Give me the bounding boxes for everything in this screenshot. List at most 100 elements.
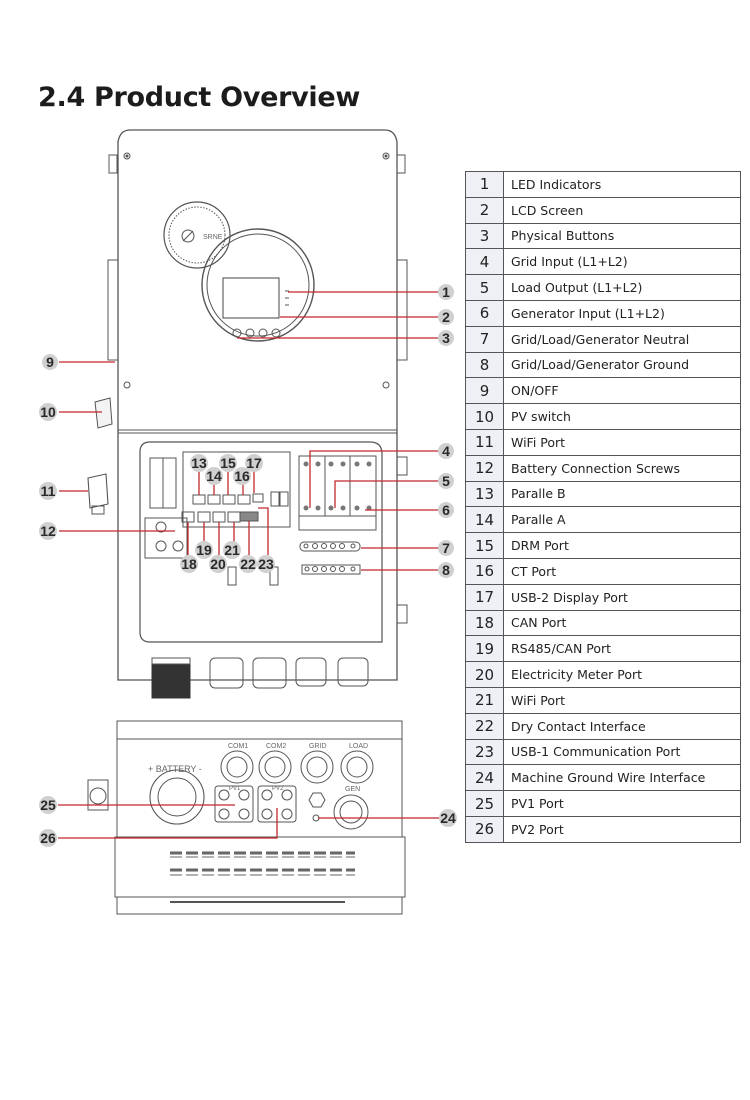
- callout-14: 14: [205, 467, 223, 485]
- callout-9: 9: [42, 354, 58, 370]
- svg-text:4: 4: [442, 443, 450, 459]
- legend-label: USB-2 Display Port: [503, 583, 741, 611]
- callout-25: 25: [39, 796, 57, 814]
- callout-19: 19: [195, 541, 213, 559]
- legend-number: 4: [465, 248, 504, 276]
- callout-3: 3: [438, 330, 454, 346]
- legend-number: 14: [465, 506, 504, 534]
- svg-text:19: 19: [196, 542, 212, 558]
- callout-22: 22: [239, 555, 257, 573]
- svg-text:15: 15: [220, 455, 236, 471]
- callout-10: 10: [39, 403, 57, 421]
- callout-11: 11: [39, 482, 57, 500]
- callout-26: 26: [39, 829, 57, 847]
- front-display-bezel: [163, 201, 315, 342]
- legend-label: CT Port: [503, 557, 741, 585]
- callout-13: 13: [190, 454, 208, 472]
- callout-24: 24: [439, 809, 457, 827]
- legend-label: Grid Input (L1+L2): [503, 248, 741, 276]
- svg-text:9: 9: [46, 354, 54, 370]
- svg-text:1: 1: [442, 284, 450, 300]
- inverter-bottom-view: [87, 720, 406, 915]
- legend-number: 25: [465, 790, 504, 817]
- legend-label: Physical Buttons: [503, 222, 741, 250]
- svg-text:2: 2: [442, 309, 450, 325]
- legend-label: WiFi Port: [503, 686, 741, 714]
- legend-number: 2: [465, 196, 504, 224]
- legend-number: 17: [465, 583, 504, 611]
- callout-2: 2: [438, 309, 454, 325]
- svg-text:7: 7: [442, 540, 450, 556]
- svg-text:24: 24: [440, 810, 456, 826]
- gen-label: GEN: [345, 786, 360, 793]
- cable-glands: [151, 657, 369, 699]
- com2-label: COM2: [266, 743, 286, 750]
- legend-number: 12: [465, 454, 504, 482]
- callout-4: 4: [438, 443, 454, 459]
- legend-label: LCD Screen: [503, 196, 741, 224]
- legend-label: Paralle B: [503, 480, 741, 508]
- legend-number: 15: [465, 532, 504, 559]
- callout-15: 15: [219, 454, 237, 472]
- callout-12: 12: [39, 522, 57, 540]
- logo-text: SRNE: [203, 234, 223, 241]
- svg-text:14: 14: [206, 468, 222, 484]
- legend-label: Generator Input (L1+L2): [503, 299, 741, 327]
- callout-21: 21: [223, 541, 241, 559]
- svg-text:3: 3: [442, 330, 450, 346]
- svg-text:22: 22: [240, 556, 256, 572]
- legend-number: 13: [465, 480, 504, 508]
- svg-text:20: 20: [210, 556, 226, 572]
- grid-label: GRID: [309, 743, 327, 750]
- svg-text:23: 23: [258, 556, 274, 572]
- leader-lines: [58, 291, 440, 839]
- svg-text:10: 10: [40, 404, 56, 420]
- inverter-front-view: [87, 129, 408, 699]
- legend-number: 8: [465, 351, 504, 379]
- legend-number: 22: [465, 712, 504, 740]
- legend-label: Machine Ground Wire Interface: [503, 764, 741, 792]
- legend-number: 6: [465, 299, 504, 327]
- svg-text:13: 13: [191, 455, 207, 471]
- legend-number: 7: [465, 325, 504, 353]
- legend-number: 20: [465, 661, 504, 688]
- battery-label: + BATTERY -: [148, 764, 202, 774]
- legend-label: Paralle A: [503, 506, 741, 534]
- legend-number: 18: [465, 609, 504, 637]
- callout-bubbles: 1 2 3 4 5 6 7 8 9 10 11 12 13 14 15 16 1…: [39, 284, 457, 847]
- legend-label: RS485/CAN Port: [503, 635, 741, 663]
- legend-label: WiFi Port: [503, 428, 741, 456]
- svg-text:5: 5: [442, 473, 450, 489]
- svg-text:12: 12: [40, 523, 56, 539]
- svg-text:17: 17: [246, 455, 262, 471]
- legend-label: USB-1 Communication Port: [503, 738, 741, 766]
- legend-number: 24: [465, 764, 504, 792]
- pv1-label: PV1: [229, 786, 241, 792]
- legend-label: PV1 Port: [503, 790, 741, 817]
- legend-label: Load Output (L1+L2): [503, 274, 741, 301]
- legend-label: PV2 Port: [503, 815, 741, 843]
- legend-label: PV switch: [503, 403, 741, 430]
- svg-text:8: 8: [442, 562, 450, 578]
- legend-label: CAN Port: [503, 609, 741, 637]
- load-label: LOAD: [349, 743, 368, 750]
- svg-text:18: 18: [181, 556, 197, 572]
